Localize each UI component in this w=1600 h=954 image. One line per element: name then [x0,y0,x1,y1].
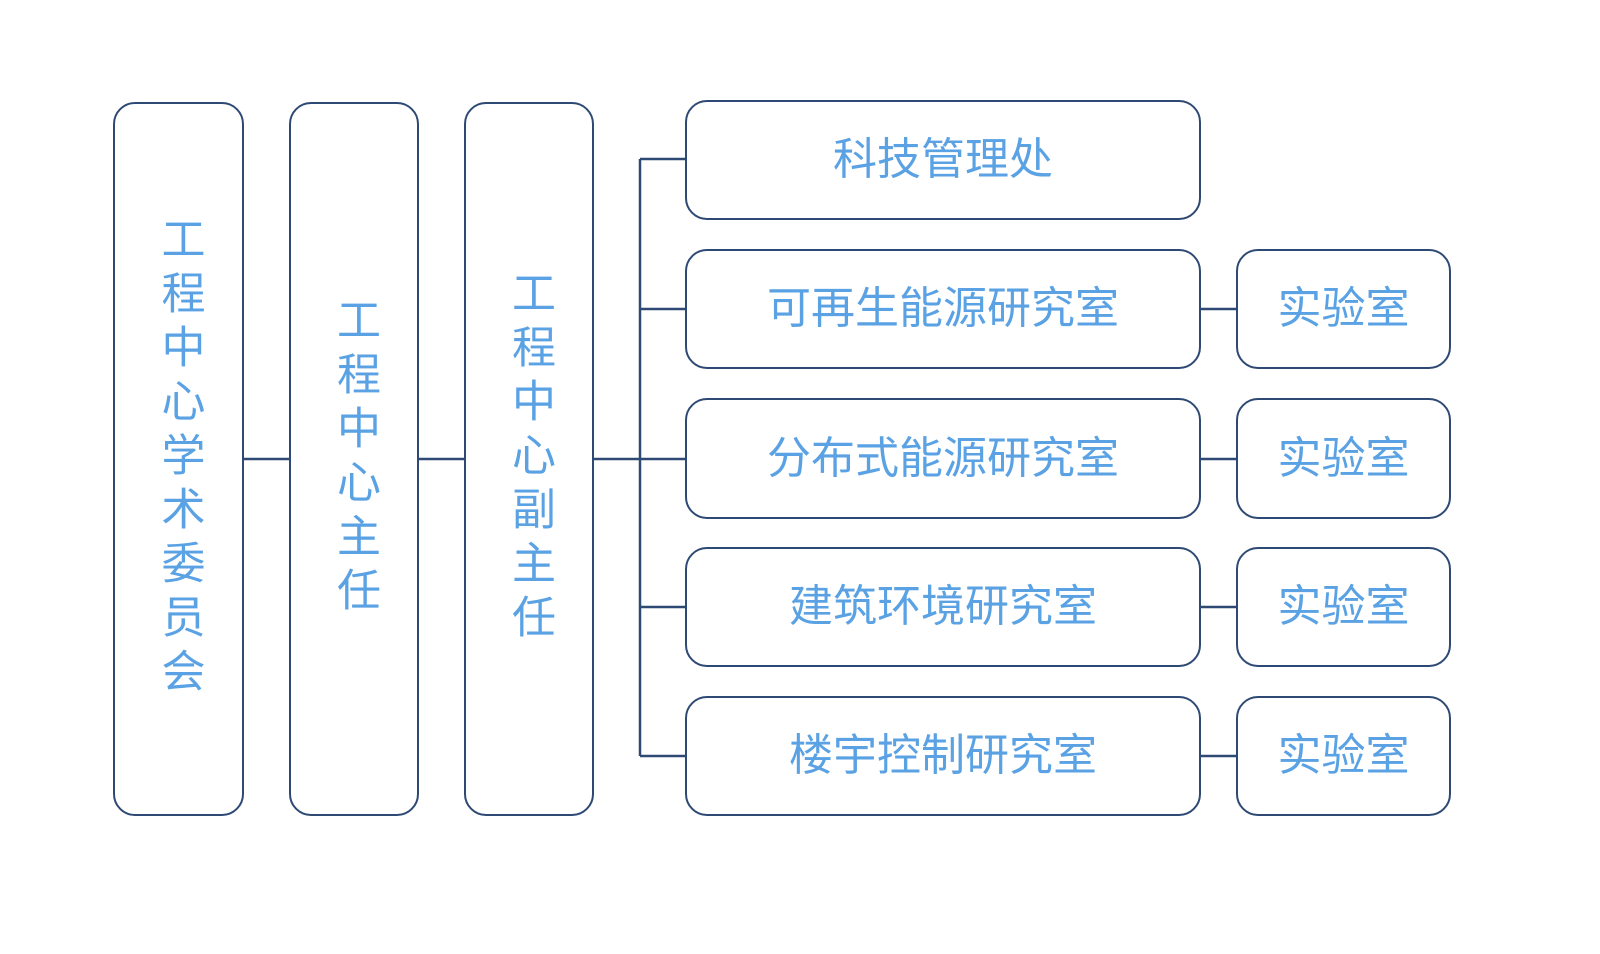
department-label: 楼宇控制研究室 [789,730,1097,781]
lab-box-building-control: 实验室 [1236,696,1451,816]
lab-label: 实验室 [1277,432,1410,484]
lab-box-distributed-energy: 实验室 [1236,398,1451,519]
department-box-tech-management: 科技管理处 [685,100,1201,220]
lab-box-building-environment: 实验室 [1236,547,1451,667]
director-box: 工程中心主任 [289,102,419,816]
director-label: 工程中心主任 [329,297,380,621]
lab-label: 实验室 [1277,730,1410,781]
department-label: 可再生能源研究室 [767,283,1119,334]
department-label: 建筑环境研究室 [789,581,1097,632]
department-box-renewable-energy: 可再生能源研究室 [685,249,1201,369]
department-box-building-environment: 建筑环境研究室 [685,547,1201,667]
academic-committee-label: 工程中心学术委员会 [153,216,205,702]
lab-label: 实验室 [1277,283,1410,334]
lab-box-renewable-energy: 实验室 [1236,249,1451,369]
deputy-director-label: 工程中心副主任 [504,270,555,648]
lab-label: 实验室 [1277,581,1410,632]
department-box-building-control: 楼宇控制研究室 [685,696,1201,816]
department-label: 分布式能源研究室 [767,432,1119,484]
deputy-director-box: 工程中心副主任 [464,102,594,816]
department-box-distributed-energy: 分布式能源研究室 [685,398,1201,519]
department-label: 科技管理处 [833,134,1053,185]
academic-committee-box: 工程中心学术委员会 [113,102,244,816]
